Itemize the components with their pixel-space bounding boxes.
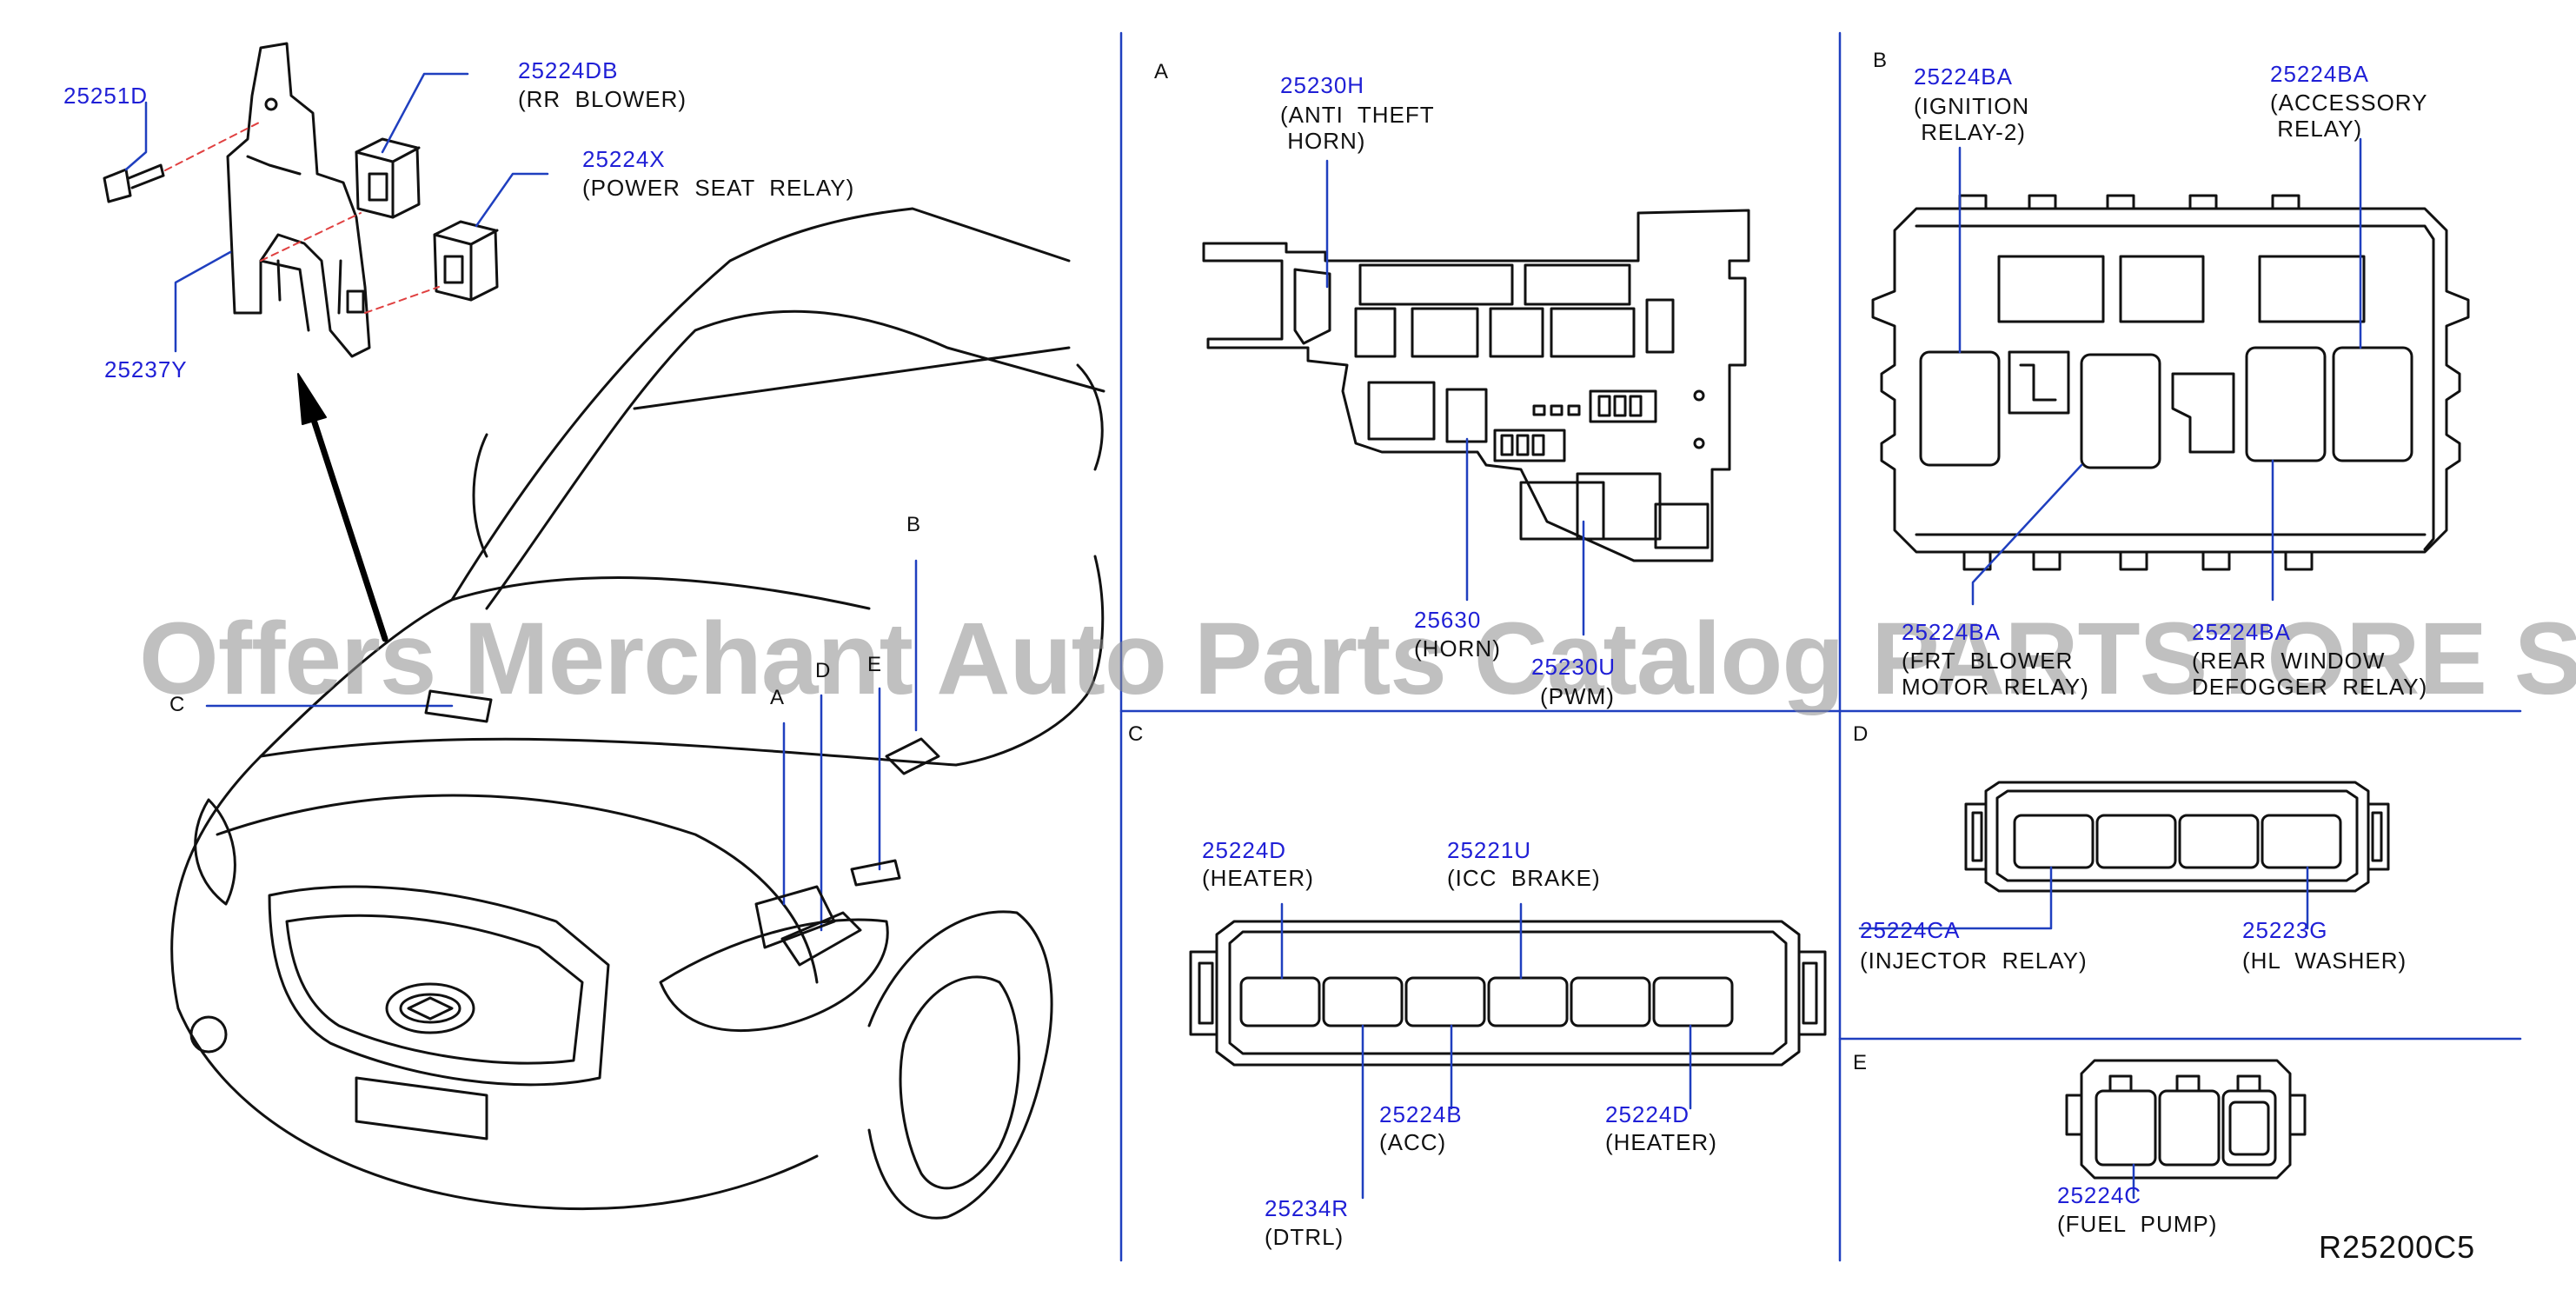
bracket-leaders [124, 72, 549, 353]
part-number-25224d-heater-bottom[interactable]: 25224D [1605, 1101, 1690, 1127]
relay-rr-blower [355, 137, 421, 219]
section-b-relay-box [1871, 194, 2470, 571]
part-desc-anti-theft-horn: (ANTI THEFT HORN) [1280, 102, 1435, 154]
location-letter-b: B [906, 513, 922, 536]
part-number-25223g[interactable]: 25223G [2242, 917, 2328, 943]
part-desc-pwm: (PWM) [1540, 683, 1615, 709]
part-number-25230h[interactable]: 25230H [1280, 72, 1365, 98]
relay-power-seat [433, 220, 499, 302]
section-c-leaders [1280, 902, 1692, 1200]
part-number-25237y[interactable]: 25237Y [104, 356, 188, 382]
section-a-leaders [1325, 159, 1585, 636]
watermark-text: Offers Merchant Auto Parts Catalog PARTS… [139, 602, 2576, 716]
section-d-leaders [1858, 866, 2309, 930]
part-desc-accessory-relay: (ACCESSORY RELAY) [2270, 90, 2428, 142]
part-number-25224ba-ignition[interactable]: 25224BA [1914, 63, 2013, 90]
part-number-25630[interactable]: 25630 [1414, 607, 1482, 633]
part-number-25224d-heater-top[interactable]: 25224D [1202, 837, 1287, 863]
part-desc-acc: (ACC) [1379, 1129, 1447, 1155]
bolt [103, 163, 165, 203]
section-e-label: E [1853, 1051, 1869, 1074]
diagram-reference-code: R25200C5 [2319, 1229, 2476, 1265]
part-number-25224db[interactable]: 25224DB [518, 57, 619, 83]
part-number-25221u[interactable]: 25221U [1447, 837, 1532, 863]
pointer-arrowhead [297, 373, 327, 425]
part-desc-rear-window-defogger-relay: (REAR WINDOW DEFOGGER RELAY) [2192, 648, 2428, 700]
panel-dividers [1119, 31, 2522, 1262]
section-d-fuse-block [1964, 781, 2390, 893]
part-desc-ignition-relay-2: (IGNITION RELAY-2) [1914, 93, 2030, 145]
section-a-fuse-box [1202, 209, 1750, 562]
part-desc-fuel-pump: (FUEL PUMP) [2057, 1211, 2218, 1237]
section-b-clips [1958, 194, 2314, 571]
part-number-25224x[interactable]: 25224X [582, 146, 666, 172]
section-c-fuse-block [1189, 920, 1827, 1067]
part-desc-rr-blower: (RR BLOWER) [518, 86, 687, 112]
location-letter-a: A [770, 686, 786, 709]
part-number-25224b[interactable]: 25224B [1379, 1101, 1463, 1127]
part-number-25224ba-frt-blower[interactable]: 25224BA [1902, 619, 2001, 645]
part-desc-heater-bottom: (HEATER) [1605, 1129, 1717, 1155]
section-b-leaders [1958, 137, 2362, 606]
part-number-25224ba-accessory[interactable]: 25224BA [2270, 61, 2369, 87]
section-d-label: D [1853, 722, 1869, 746]
vehicle-outline [170, 207, 1105, 1220]
part-desc-power-seat-relay: (POWER SEAT RELAY) [582, 175, 855, 201]
part-number-25224ba-defogger[interactable]: 25224BA [2192, 619, 2291, 645]
location-letter-c: C [169, 693, 186, 716]
part-number-25234r[interactable]: 25234R [1265, 1195, 1350, 1221]
section-b-label: B [1873, 49, 1889, 72]
pointer-arrow [309, 414, 388, 642]
part-desc-icc-brake: (ICC BRAKE) [1447, 865, 1601, 891]
part-number-25251d[interactable]: 25251D [63, 83, 149, 109]
part-number-25224ca[interactable]: 25224CA [1860, 917, 1961, 943]
part-number-25230u[interactable]: 25230U [1531, 654, 1617, 680]
location-tags [424, 689, 940, 967]
part-desc-heater-top: (HEATER) [1202, 865, 1314, 891]
section-c-label: C [1128, 722, 1145, 746]
part-number-25224c[interactable]: 25224C [2057, 1182, 2142, 1208]
location-leaders [205, 559, 918, 932]
section-a-label: A [1154, 60, 1170, 83]
part-desc-frt-blower-motor-relay: (FRT BLOWER MOTOR RELAY) [1902, 648, 2089, 700]
part-desc-dtrl: (DTRL) [1265, 1224, 1344, 1250]
part-desc-hl-washer: (HL WASHER) [2242, 948, 2407, 974]
part-desc-injector-relay: (INJECTOR RELAY) [1860, 948, 2088, 974]
location-letter-e: E [867, 653, 883, 676]
relay-bracket [226, 42, 371, 358]
location-letter-d: D [815, 659, 832, 682]
dashed-leaders [164, 121, 440, 314]
part-desc-horn: (HORN) [1414, 635, 1501, 662]
section-e-relay-block [2065, 1059, 2307, 1180]
